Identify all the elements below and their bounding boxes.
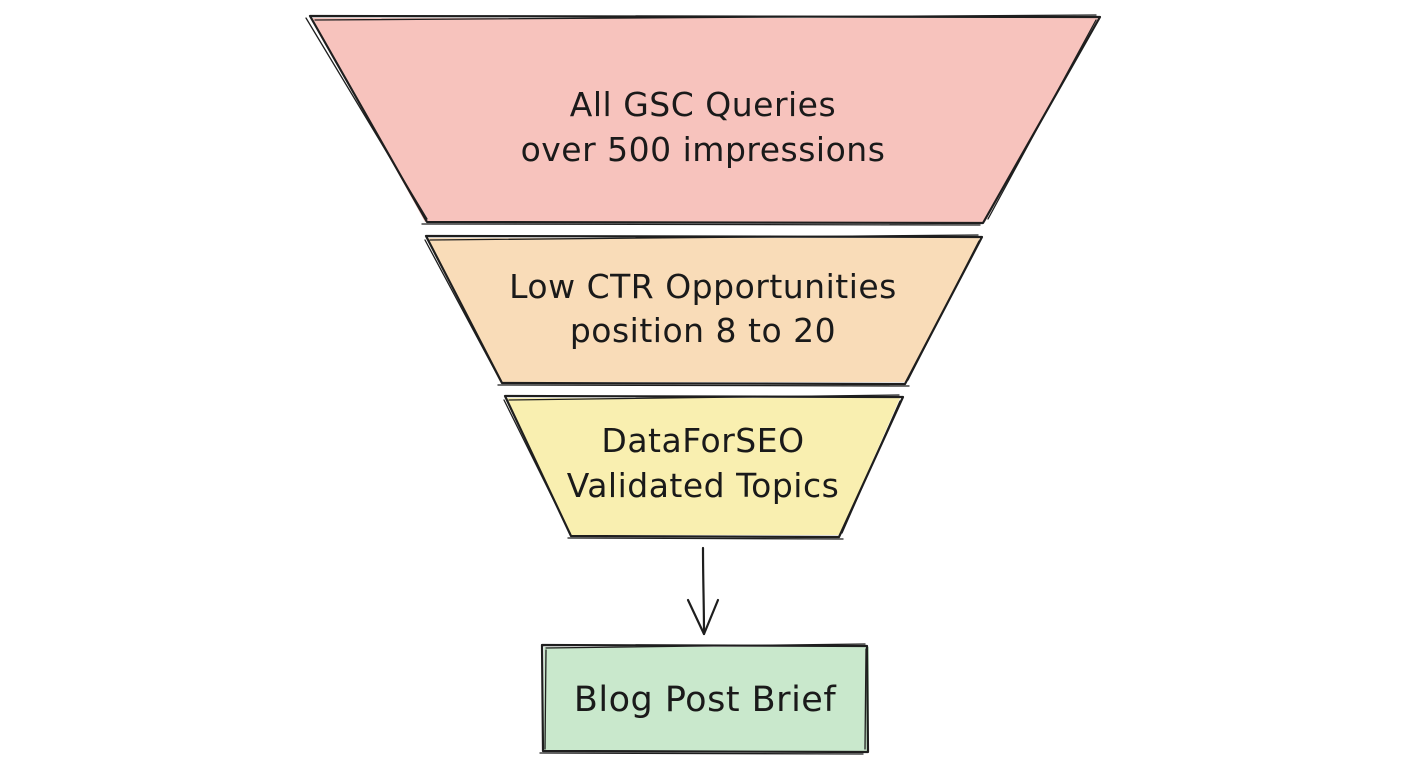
arrow-shaft: [701, 546, 706, 636]
funnel-stage-1-shape: [312, 18, 1098, 222]
funnel-stage-3: DataForSEO Validated Topics: [503, 394, 905, 540]
funnel-stage-2-outline-sketch: [424, 234, 980, 387]
funnel-stage-1-outline-sketch: [305, 14, 1097, 226]
funnel-stage-3-line-2: Validated Topics: [567, 466, 840, 505]
funnel-stage-1-line-2: over 500 impressions: [521, 130, 886, 169]
funnel-stage-3-shape: [507, 398, 900, 535]
funnel-stage-2-line-1: Low CTR Opportunities: [509, 267, 897, 306]
down-arrow-icon: [686, 546, 720, 636]
funnel-stage-1: All GSC Queries over 500 impressions: [305, 14, 1102, 226]
arrow-head: [686, 598, 720, 636]
funnel-stage-2-line-2: position 8 to 20: [570, 311, 836, 350]
output-box: Blog Post Brief: [539, 643, 870, 755]
funnel-stage-1-line-1: All GSC Queries: [570, 85, 836, 124]
output-box-shape: [544, 647, 869, 751]
funnel-stage-3-line-1: DataForSEO: [601, 421, 804, 460]
output-box-outline-sketch: [539, 643, 867, 755]
output-box-label: Blog Post Brief: [574, 680, 837, 720]
funnel-stage-3-outline-sketch: [503, 394, 901, 540]
funnel-stage-2-shape: [428, 238, 980, 382]
funnel-stage-2: Low CTR Opportunities position 8 to 20: [424, 234, 984, 387]
